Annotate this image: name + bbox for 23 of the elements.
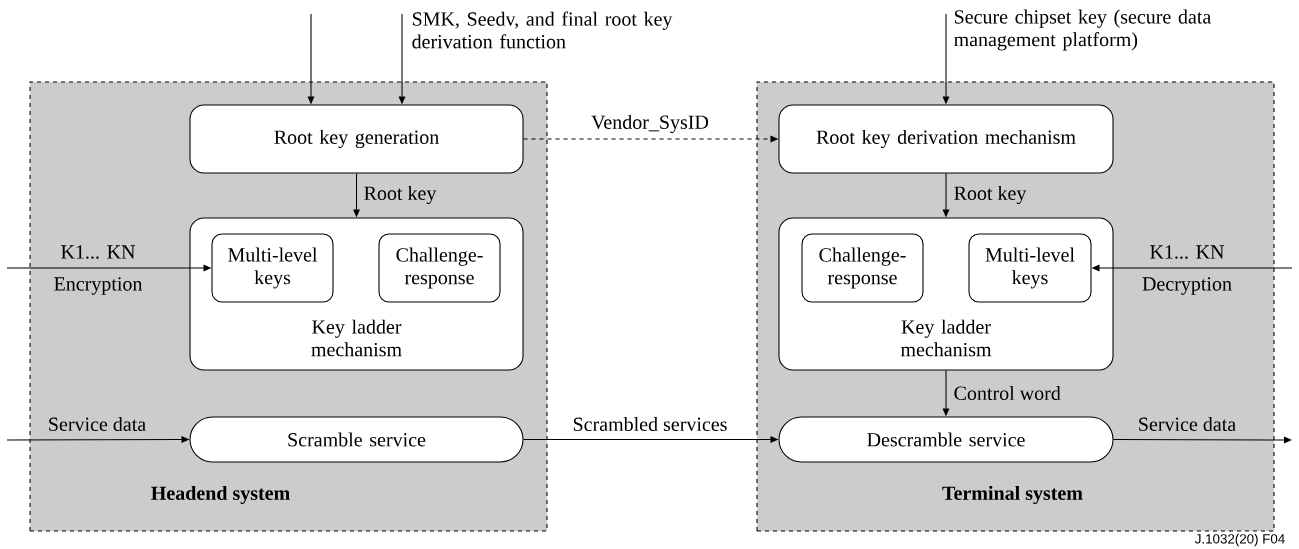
- edge-label: Service data: [1139, 416, 1236, 431]
- edge-label: Secure chipset key (secure data management platform): [954, 9, 1211, 51]
- edge-label: Root key: [954, 185, 1027, 205]
- service-box: Descramble service: [778, 416, 1114, 463]
- process-box: Challenge-response: [378, 233, 501, 303]
- process-box: Challenge-response: [801, 233, 924, 303]
- edge-label: Root key: [364, 185, 437, 205]
- edge-label: Scrambled services: [573, 416, 727, 431]
- process-box: Multi-level keys: [211, 233, 334, 303]
- edge-label: K1... KN: [1150, 245, 1224, 259]
- process-box: Root key generation: [189, 104, 524, 174]
- service-box: Scramble service: [189, 416, 524, 463]
- edge-label: Control word: [954, 385, 1061, 400]
- signal-label: Decryption: [1142, 277, 1232, 295]
- arrow: [1113, 436, 1292, 444]
- figure-id: J.1032(20) F04: [1195, 533, 1285, 547]
- edge-label: Vendor_SysID: [591, 114, 709, 134]
- edge-label: Service data: [49, 416, 146, 431]
- edge-label: SMK, Seedv, and final root key derivation function: [412, 11, 673, 49]
- signal-label: Encryption: [54, 277, 143, 295]
- process-box: Multi-level keys: [968, 233, 1092, 303]
- edge-label: K1... KN: [61, 245, 135, 259]
- process-box: Root key derivation mechanism: [778, 104, 1114, 174]
